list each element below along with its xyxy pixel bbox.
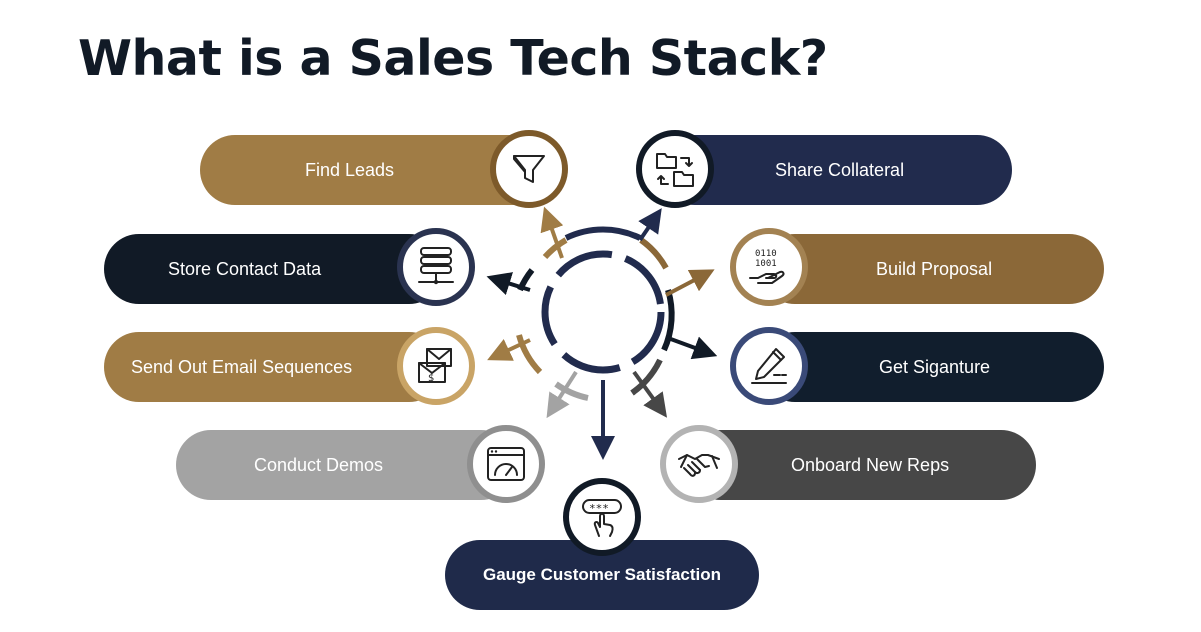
funnel-icon: [490, 130, 568, 208]
dashboard-window-icon: [467, 425, 545, 503]
database-icon: [397, 228, 475, 306]
step-label: Build Proposal: [876, 258, 993, 279]
arrow-build-proposal: [665, 269, 715, 297]
page-title: What is a Sales Tech Stack?: [78, 30, 828, 87]
inner-ring: [541, 250, 665, 374]
arrow-demos: [546, 370, 578, 419]
arc-segment: [630, 358, 663, 396]
step-onboard-new-reps: Onboard New Reps: [686, 430, 1036, 500]
email-money-icon: $: [397, 327, 475, 405]
step-label: Send Out Email Sequences: [131, 356, 353, 377]
step-label: Gauge Customer Satisfaction: [482, 565, 722, 584]
step-label: Find Leads: [305, 159, 395, 180]
svg-text:1001: 1001: [755, 259, 777, 269]
svg-text:$: $: [428, 373, 434, 384]
step-label: Get Siganture: [879, 356, 991, 377]
arc-segment: [542, 237, 568, 260]
step-label: Share Collateral: [775, 159, 905, 180]
arrow-onboard: [632, 370, 668, 418]
pen-signature-icon: [730, 327, 808, 405]
step-get-signature: Get Siganture: [760, 332, 1104, 402]
arc-segment: [554, 381, 589, 401]
arrow-email: [487, 338, 531, 361]
central-cycle-diagram: [486, 206, 718, 460]
arc-segment: [639, 237, 669, 270]
step-label: Store Contact Data: [168, 258, 322, 279]
svg-text:0110: 0110: [755, 249, 777, 259]
handshake-icon: [660, 425, 738, 503]
arc-segment: [564, 226, 642, 241]
binary-hand-icon: 0110 1001: [730, 228, 808, 306]
folder-sync-icon: [636, 130, 714, 208]
step-build-proposal: Build Proposal: [760, 234, 1104, 304]
step-store-contact-data: Store Contact Data: [104, 234, 444, 304]
arrow-find-leads: [540, 206, 564, 259]
step-send-email-sequences: Send Out Email Sequences: [104, 332, 444, 402]
arrow-share-collateral: [638, 208, 662, 242]
step-share-collateral: Share Collateral: [660, 135, 1012, 205]
step-label: Conduct Demos: [254, 454, 384, 475]
arc-segment: [516, 334, 543, 375]
arrow-store-contact: [486, 272, 531, 296]
step-label: Onboard New Reps: [791, 454, 950, 475]
svg-text:***: ***: [589, 502, 609, 515]
arrow-signature: [667, 336, 718, 360]
password-click-icon: ***: [563, 478, 641, 556]
step-conduct-demos: Conduct Demos: [176, 430, 516, 500]
arc-segment: [517, 268, 535, 292]
